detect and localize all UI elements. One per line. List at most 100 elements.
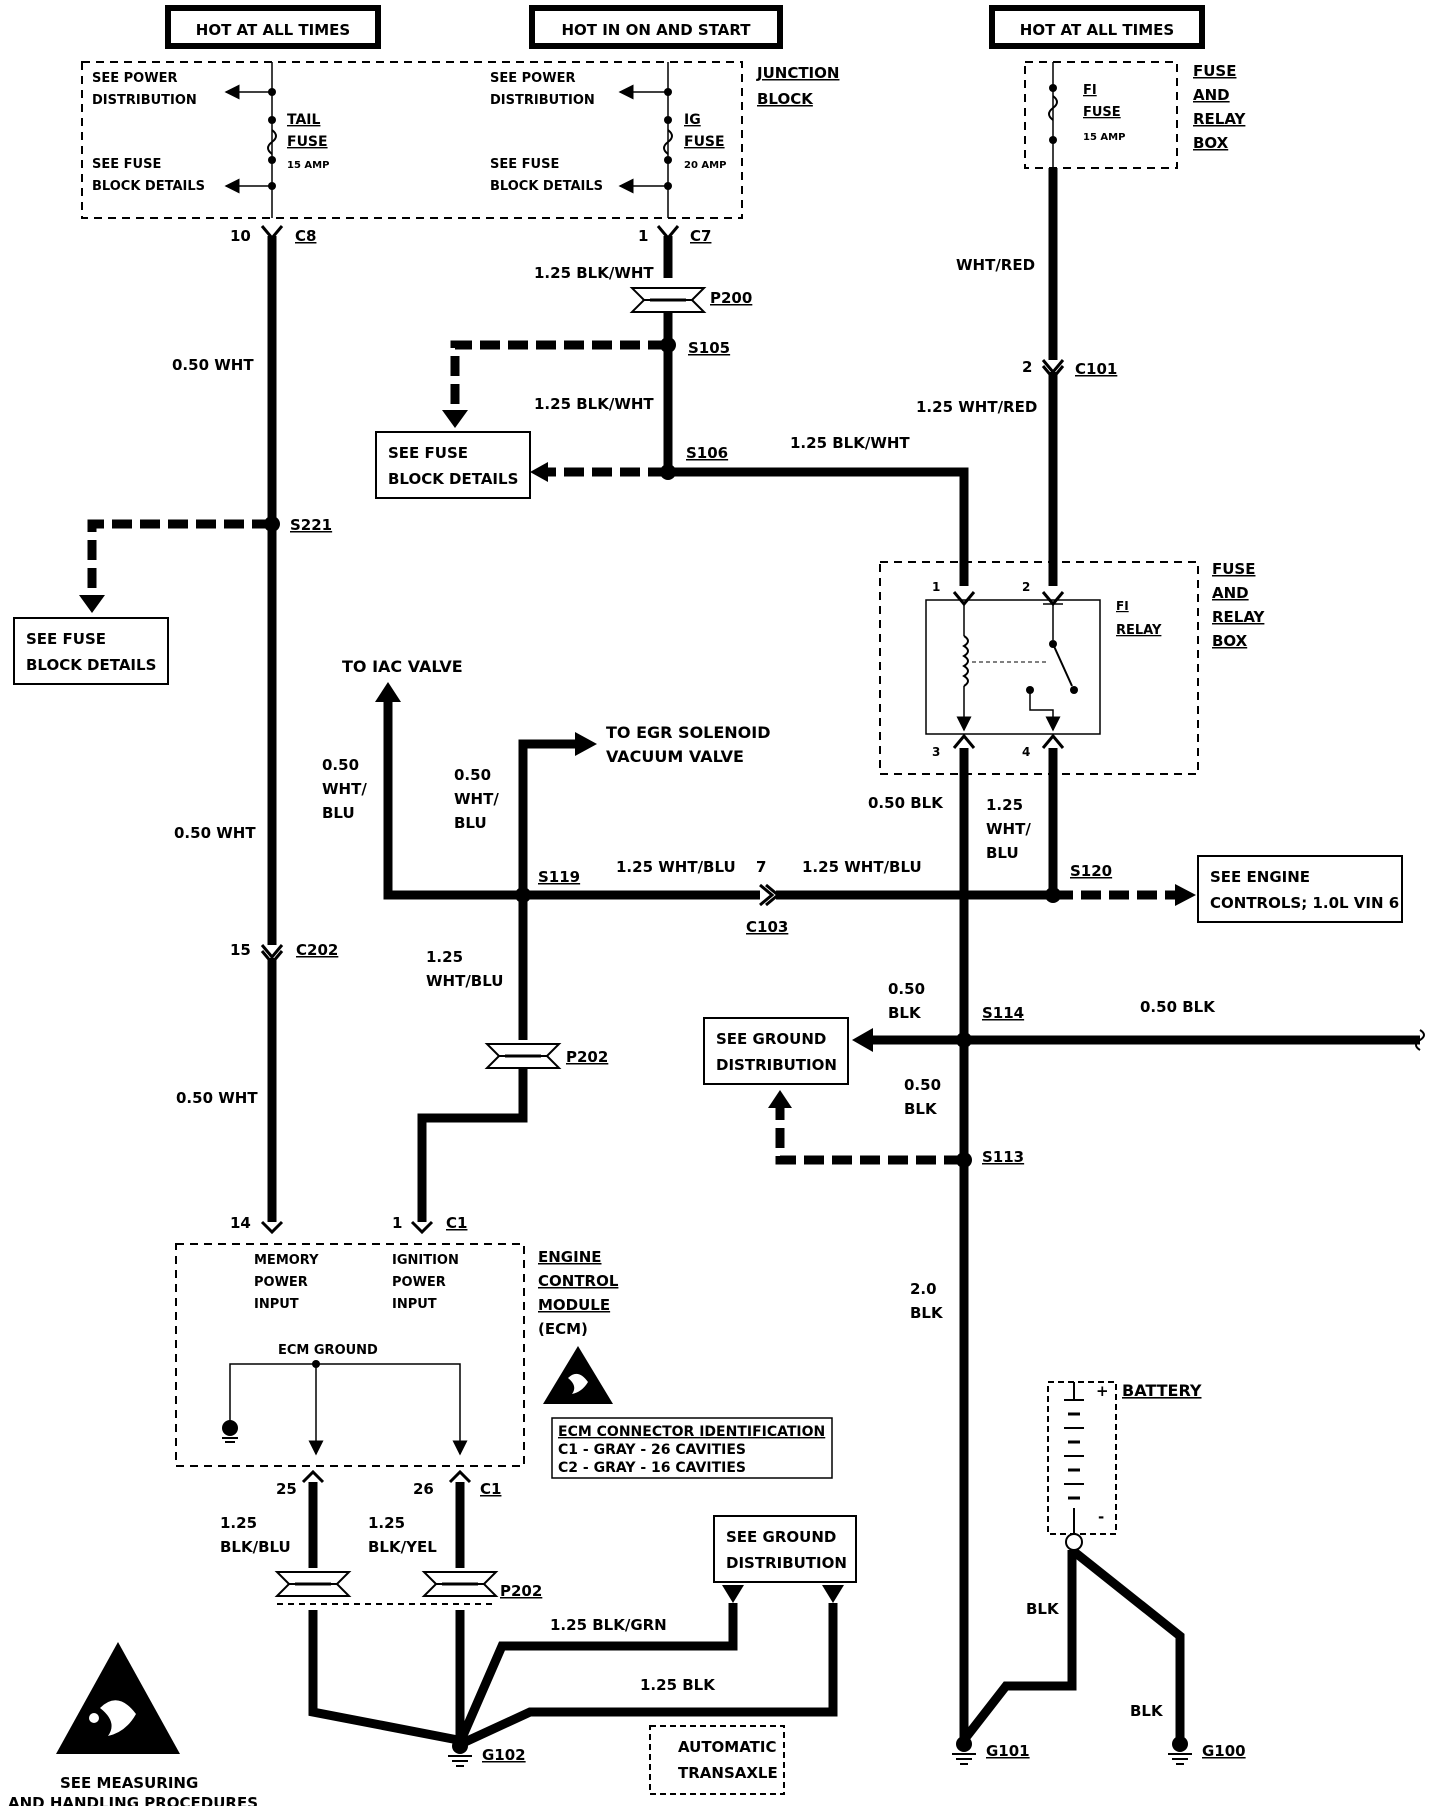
svg-text:25: 25 bbox=[276, 1480, 297, 1498]
svg-text:S120: S120 bbox=[1070, 862, 1112, 880]
svg-text:DISTRIBUTION: DISTRIBUTION bbox=[726, 1554, 847, 1572]
ground-g100-icon bbox=[1168, 1736, 1192, 1765]
svg-text:ECM CONNECTOR IDENTIFICATION: ECM CONNECTOR IDENTIFICATION bbox=[558, 1424, 825, 1440]
svg-text:CONTROL: CONTROL bbox=[538, 1272, 619, 1290]
svg-text:BLK: BLK bbox=[910, 1304, 944, 1322]
svg-text:S105: S105 bbox=[688, 339, 730, 357]
svg-text:1.25: 1.25 bbox=[368, 1514, 405, 1532]
label-to-egr-1: TO EGR SOLENOID bbox=[606, 723, 771, 742]
svg-text:C2 - GRAY - 16 CAVITIES: C2 - GRAY - 16 CAVITIES bbox=[558, 1460, 746, 1476]
svg-text:HOT AT ALL TIMES: HOT AT ALL TIMES bbox=[196, 21, 350, 39]
svg-text:FUSE: FUSE bbox=[1193, 62, 1236, 80]
svg-text:G100: G100 bbox=[1202, 1742, 1246, 1760]
svg-text:DISTRIBUTION: DISTRIBUTION bbox=[92, 93, 197, 108]
svg-text:SEE POWER: SEE POWER bbox=[92, 71, 177, 86]
svg-text:P200: P200 bbox=[710, 289, 752, 307]
svg-text:INPUT: INPUT bbox=[392, 1297, 437, 1312]
junction-block: JUNCTION BLOCK SEE POWER DISTRIBUTION SE… bbox=[81, 61, 839, 219]
wire-continuation bbox=[1415, 1029, 1425, 1051]
svg-text:SEE FUSE: SEE FUSE bbox=[92, 157, 161, 172]
battery: + - BATTERY bbox=[1047, 1381, 1202, 1551]
svg-text:BLU: BLU bbox=[322, 804, 355, 822]
svg-text:SEE GROUND: SEE GROUND bbox=[716, 1030, 826, 1048]
svg-text:P202: P202 bbox=[500, 1582, 542, 1600]
ground-g102-icon bbox=[448, 1738, 472, 1767]
p202-connector-bottom bbox=[274, 1571, 499, 1605]
svg-text:(ECM): (ECM) bbox=[538, 1320, 588, 1338]
svg-text:2: 2 bbox=[1022, 580, 1030, 594]
svg-text:BOX: BOX bbox=[1212, 632, 1248, 650]
svg-text:BLOCK: BLOCK bbox=[757, 90, 814, 108]
svg-text:SEE FUSE: SEE FUSE bbox=[26, 630, 106, 648]
svg-text:BLOCK DETAILS: BLOCK DETAILS bbox=[92, 179, 205, 194]
svg-text:FI: FI bbox=[1116, 599, 1129, 613]
esd-warning-icon bbox=[543, 1346, 613, 1404]
svg-text:1: 1 bbox=[638, 227, 648, 245]
svg-text:1.25 BLK/WHT: 1.25 BLK/WHT bbox=[790, 434, 910, 452]
svg-text:1: 1 bbox=[932, 580, 940, 594]
svg-text:BLU: BLU bbox=[986, 844, 1019, 862]
svg-text:WHT/: WHT/ bbox=[454, 790, 499, 808]
svg-text:DISTRIBUTION: DISTRIBUTION bbox=[490, 93, 595, 108]
ref-automatic-transaxle: AUTOMATIC TRANSAXLE bbox=[649, 1725, 785, 1795]
wire-labels: 1.25 BLK/WHT 1.25 BLK/WHT 1.25 BLK/WHT 0… bbox=[172, 256, 1216, 1720]
svg-text:20 AMP: 20 AMP bbox=[684, 160, 726, 171]
measuring-label-1: SEE MEASURING bbox=[60, 1774, 198, 1792]
svg-text:JUNCTION: JUNCTION bbox=[756, 64, 839, 82]
svg-text:WHT/: WHT/ bbox=[322, 780, 367, 798]
svg-text:C1: C1 bbox=[480, 1480, 501, 1498]
svg-text:BLK/BLU: BLK/BLU bbox=[220, 1538, 291, 1556]
svg-text:BOX: BOX bbox=[1193, 134, 1229, 152]
ref-see-ground-1: SEE GROUND DISTRIBUTION bbox=[703, 1017, 849, 1085]
ecm-connector-identification: ECM CONNECTOR IDENTIFICATION C1 - GRAY -… bbox=[551, 1417, 833, 1479]
svg-text:BLK: BLK bbox=[1026, 1600, 1060, 1618]
svg-text:0.50: 0.50 bbox=[888, 980, 925, 998]
svg-text:P202: P202 bbox=[566, 1048, 608, 1066]
wires-dashed bbox=[87, 340, 1175, 1165]
svg-text:C202: C202 bbox=[296, 941, 338, 959]
svg-text:POWER: POWER bbox=[392, 1275, 446, 1290]
svg-text:BLK: BLK bbox=[1130, 1702, 1164, 1720]
fuse-relay-box-mid: 1 2 3 4 FI RELAY FUSE AND RELAY BOX bbox=[879, 560, 1266, 775]
svg-text:7: 7 bbox=[756, 858, 766, 876]
ref-see-fuse-block-1: SEE FUSE BLOCK DETAILS bbox=[375, 431, 531, 499]
esd-warning-icon-large bbox=[56, 1642, 180, 1754]
p202-connector-mid bbox=[484, 1043, 562, 1069]
svg-text:MODULE: MODULE bbox=[538, 1296, 610, 1314]
svg-text:1: 1 bbox=[392, 1214, 402, 1232]
connector-symbols bbox=[260, 225, 1065, 1484]
svg-text:1.25 BLK/GRN: 1.25 BLK/GRN bbox=[550, 1616, 667, 1634]
svg-text:BLOCK DETAILS: BLOCK DETAILS bbox=[490, 179, 603, 194]
svg-text:0.50: 0.50 bbox=[454, 766, 491, 784]
svg-text:RELAY: RELAY bbox=[1212, 608, 1266, 626]
svg-text:0.50 BLK: 0.50 BLK bbox=[1140, 998, 1216, 1016]
svg-text:S119: S119 bbox=[538, 868, 580, 886]
svg-text:SEE GROUND: SEE GROUND bbox=[726, 1528, 836, 1546]
svg-text:C8: C8 bbox=[295, 227, 316, 245]
svg-text:15 AMP: 15 AMP bbox=[287, 160, 329, 171]
svg-text:AND: AND bbox=[1212, 584, 1249, 602]
measuring-label-2: AND HANDLING PROCEDURES bbox=[8, 1794, 258, 1806]
connector-labels: 10 C8 1 C7 P200 S105 S106 2 C101 S221 S1… bbox=[230, 227, 1246, 1764]
p200-connector bbox=[629, 287, 707, 313]
svg-text:14: 14 bbox=[230, 1214, 251, 1232]
header-hot-right: HOT AT ALL TIMES bbox=[989, 5, 1205, 49]
svg-text:MEMORY: MEMORY bbox=[254, 1253, 319, 1268]
svg-text:WHT/: WHT/ bbox=[986, 820, 1031, 838]
svg-text:BLK: BLK bbox=[888, 1004, 922, 1022]
svg-text:S114: S114 bbox=[982, 1004, 1024, 1022]
svg-text:FUSE: FUSE bbox=[1083, 105, 1121, 120]
svg-text:2.0: 2.0 bbox=[910, 1280, 937, 1298]
ecm-module: MEMORY POWER INPUT IGNITION POWER INPUT … bbox=[175, 1243, 619, 1467]
svg-text:DISTRIBUTION: DISTRIBUTION bbox=[716, 1056, 837, 1074]
arrowheads bbox=[79, 410, 1196, 1603]
svg-text:1.25: 1.25 bbox=[426, 948, 463, 966]
svg-text:15: 15 bbox=[230, 941, 251, 959]
svg-text:4: 4 bbox=[1022, 745, 1030, 759]
svg-text:SEE FUSE: SEE FUSE bbox=[388, 444, 468, 462]
svg-text:-: - bbox=[1098, 1508, 1104, 1526]
ref-see-ground-2: SEE GROUND DISTRIBUTION bbox=[713, 1515, 857, 1583]
svg-text:0.50: 0.50 bbox=[322, 756, 359, 774]
svg-text:1.25 BLK: 1.25 BLK bbox=[640, 1676, 716, 1694]
